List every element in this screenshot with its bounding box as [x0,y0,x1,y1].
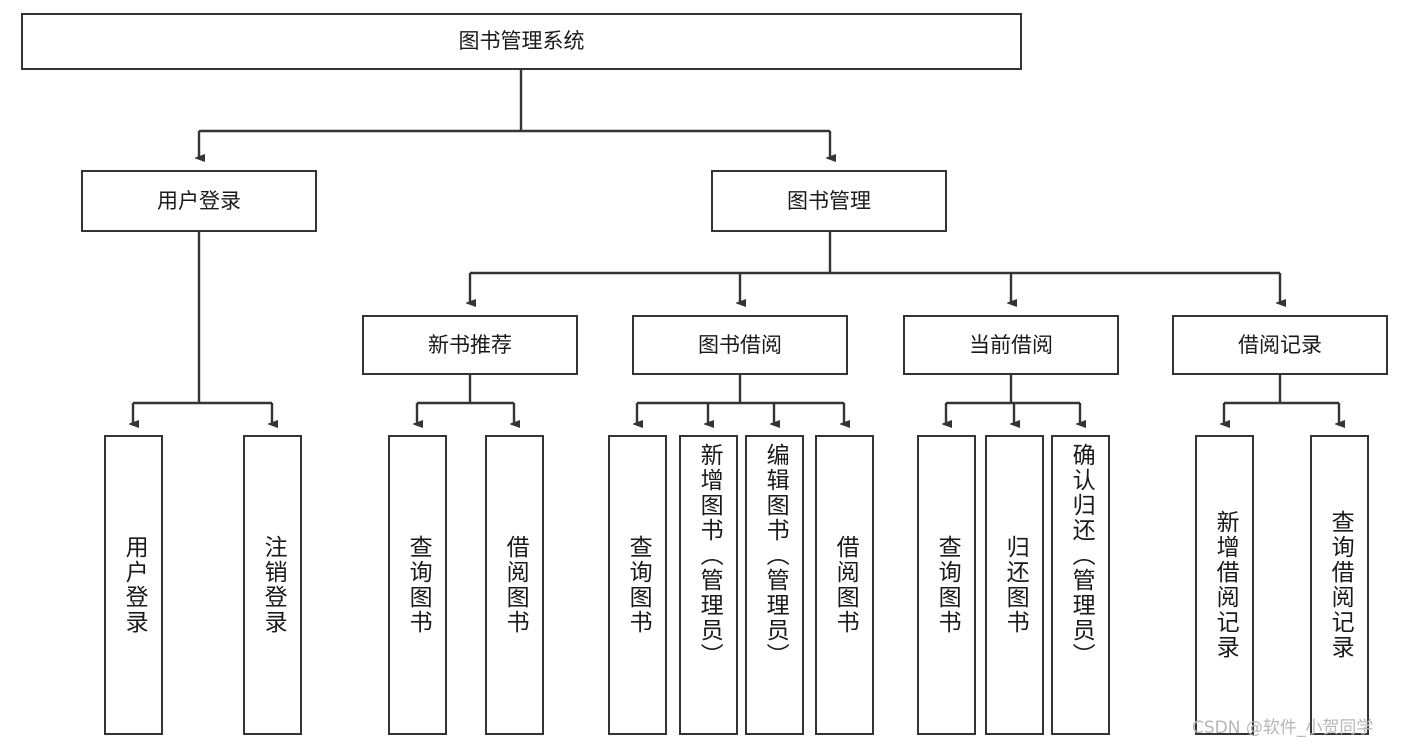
leaf-query-book-borrow[interactable]: 查询图书 [608,435,667,735]
leaf-confirm-return-admin[interactable]: 确认归还（管理员） [1051,435,1110,735]
leaf-query-borrow-record[interactable]: 查询借阅记录 [1310,435,1369,735]
leaf-add-book-admin[interactable]: 新增图书（管理员） [679,435,738,735]
leaf-return-book[interactable]: 归还图书 [985,435,1044,735]
node-book-management[interactable]: 图书管理 [711,170,947,232]
node-new-book-recommend[interactable]: 新书推荐 [362,315,578,375]
leaf-add-borrow-record[interactable]: 新增借阅记录 [1195,435,1254,735]
watermark-text: CSDN @软件_小贺同学 [1192,718,1374,738]
node-current-borrow[interactable]: 当前借阅 [903,315,1119,375]
node-root-system[interactable]: 图书管理系统 [21,13,1022,70]
leaf-query-book-recommend[interactable]: 查询图书 [388,435,447,735]
node-borrow-record[interactable]: 借阅记录 [1172,315,1388,375]
leaf-logout[interactable]: 注销登录 [243,435,302,735]
leaf-user-login[interactable]: 用户登录 [104,435,163,735]
leaf-query-book-current[interactable]: 查询图书 [917,435,976,735]
leaf-edit-book-admin[interactable]: 编辑图书（管理员） [745,435,804,735]
leaf-borrow-book[interactable]: 借阅图书 [815,435,874,735]
node-user-login[interactable]: 用户登录 [81,170,317,232]
leaf-borrow-book-recommend[interactable]: 借阅图书 [485,435,544,735]
node-book-borrow[interactable]: 图书借阅 [632,315,848,375]
